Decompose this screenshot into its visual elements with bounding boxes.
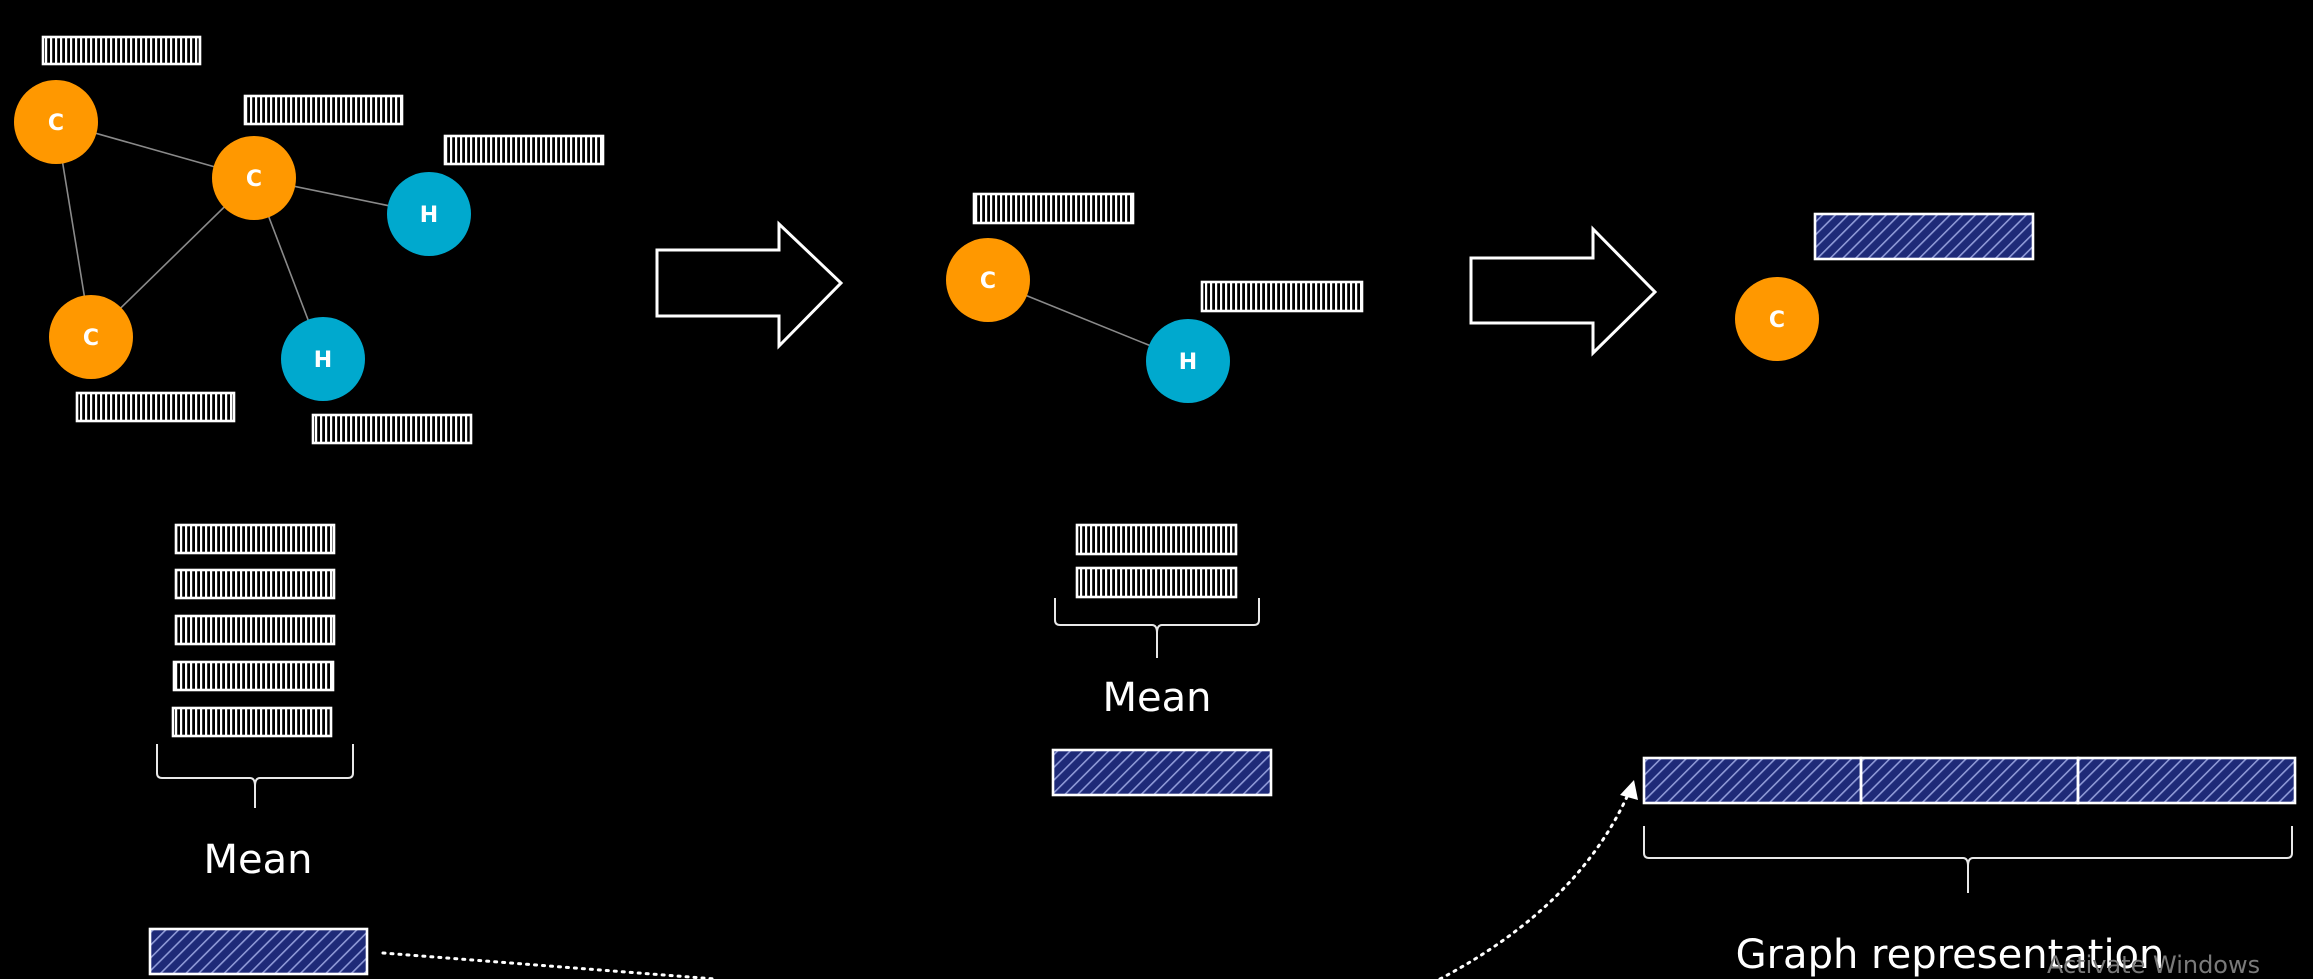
stacked-feature-vector: [174, 614, 336, 646]
stacked-feature-vector: [1075, 566, 1238, 599]
graph-representation-label: Graph representation: [1736, 932, 2165, 978]
stage2-graph: C H: [946, 192, 1364, 403]
stage2-stacked-vectors: [1075, 523, 1238, 599]
mean-label: Mean: [204, 837, 313, 883]
stacked-feature-vector: [1075, 523, 1238, 556]
hydrogen-atom-node: H: [281, 317, 365, 401]
svg-text:C: C: [980, 269, 996, 294]
carbon-atom-node: C: [212, 136, 296, 220]
node-feature-vector: [1200, 280, 1364, 313]
stacked-feature-vector: [174, 568, 336, 600]
carbon-atom-node: C: [946, 238, 1030, 322]
svg-text:H: H: [1179, 350, 1197, 375]
svg-text:C: C: [1769, 308, 1785, 333]
right-arrow-icon: [1469, 225, 1658, 357]
node-feature-vector: [75, 391, 236, 423]
mean-bracket: [1054, 598, 1260, 658]
dotted-connector: [381, 788, 1632, 979]
node-feature-vector: [41, 35, 202, 66]
node-feature-vector: [443, 134, 605, 166]
svg-text:C: C: [48, 111, 64, 136]
node-feature-vector: [243, 94, 404, 126]
mean-label: Mean: [1103, 675, 1212, 721]
mean-bracket: [156, 744, 354, 808]
pooled-vector: [1813, 212, 2035, 261]
stage1-stacked-vectors: [171, 523, 336, 738]
stacked-feature-vector: [172, 660, 335, 692]
svg-text:C: C: [83, 326, 99, 351]
carbon-atom-node: C: [49, 295, 133, 379]
stage1-graph: C C H C H: [14, 35, 605, 445]
stacked-feature-vector: [174, 523, 336, 555]
concat-bracket: [1643, 826, 2293, 893]
svg-text:H: H: [420, 203, 438, 228]
stacked-feature-vector: [171, 706, 333, 738]
dotted-arrowhead-icon: [1620, 780, 1638, 800]
svg-text:H: H: [314, 348, 332, 373]
graph-representation-vector: [1642, 756, 2297, 805]
os-watermark: Activate Windows: [2047, 951, 2260, 979]
stage3-graph: C: [1735, 212, 2035, 361]
pooled-vector: [148, 927, 369, 976]
carbon-atom-node: C: [14, 80, 98, 164]
hydrogen-atom-node: H: [387, 172, 471, 256]
carbon-atom-node: C: [1735, 277, 1819, 361]
hydrogen-atom-node: H: [1146, 319, 1230, 403]
svg-text:C: C: [246, 167, 262, 192]
node-feature-vector: [972, 192, 1135, 225]
right-arrow-icon: [655, 220, 844, 350]
node-feature-vector: [311, 413, 473, 445]
pooled-vector: [1051, 748, 1273, 797]
